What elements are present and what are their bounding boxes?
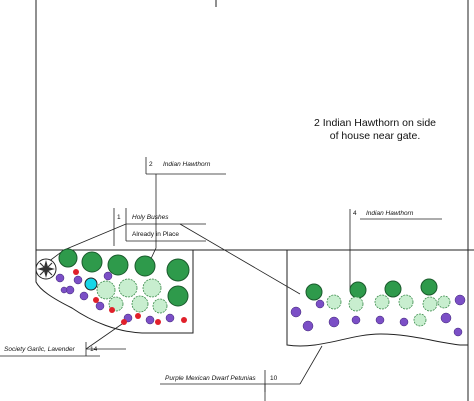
gate-note-line2: of house near gate.: [329, 130, 421, 142]
lavender-cluster-bed1: [55, 271, 175, 325]
callout-name-hawthorn-right: Indian Hawthorn: [366, 210, 414, 217]
indian-hawthorn: [349, 281, 367, 299]
callout-labels: 2 Indian Hawthorn 1 Holy Bushes Already …: [4, 161, 414, 382]
hawthorn-row-bed1: [58, 248, 190, 307]
callout-extra-holly: Already in Place: [132, 231, 179, 238]
indian-hawthorn: [420, 278, 438, 296]
callout-qty-hawthorn-top: 2: [149, 161, 153, 168]
indian-hawthorn: [134, 255, 156, 277]
callout-name-garlic-lavender: Society Garlic, Lavender: [4, 346, 76, 353]
house-outline: [35, 0, 474, 401]
indian-hawthorn: [166, 258, 190, 282]
callout-qty-garlic-lavender: 14: [90, 346, 98, 353]
planting-bed-right: [286, 250, 468, 347]
callout-name-hawthorn-top: Indian Hawthorn: [163, 161, 211, 168]
planting-bed-left: [35, 249, 194, 334]
featured-shrub: [84, 277, 98, 291]
callout-lines: [0, 157, 442, 401]
hawthorn-row-bed2: [305, 278, 438, 301]
indian-hawthorn: [305, 283, 323, 301]
light-shrubs-bed1: [96, 278, 168, 314]
gate-note: 2 Indian Hawthorn on side of house near …: [300, 117, 450, 143]
indian-hawthorn: [167, 285, 189, 307]
light-shrubs-bed2: [326, 294, 451, 327]
society-garlic-bed1: [73, 269, 187, 325]
petunia-cluster-bed2: [290, 294, 466, 337]
callout-qty-holly: 1: [117, 214, 121, 221]
callout-qty-hawthorn-right: 4: [353, 210, 357, 217]
callout-name-holly: Holy Bushes: [132, 214, 169, 221]
callout-name-petunias: Purple Mexican Dwarf Petunias: [165, 375, 256, 382]
indian-hawthorn: [107, 254, 129, 276]
indian-hawthorn: [58, 248, 78, 268]
indian-hawthorn: [81, 251, 103, 273]
callout-qty-petunias: 10: [270, 375, 278, 382]
indian-hawthorn: [384, 280, 402, 298]
gate-note-line1: 2 Indian Hawthorn on side: [314, 117, 436, 129]
holly-bush: [35, 258, 57, 280]
